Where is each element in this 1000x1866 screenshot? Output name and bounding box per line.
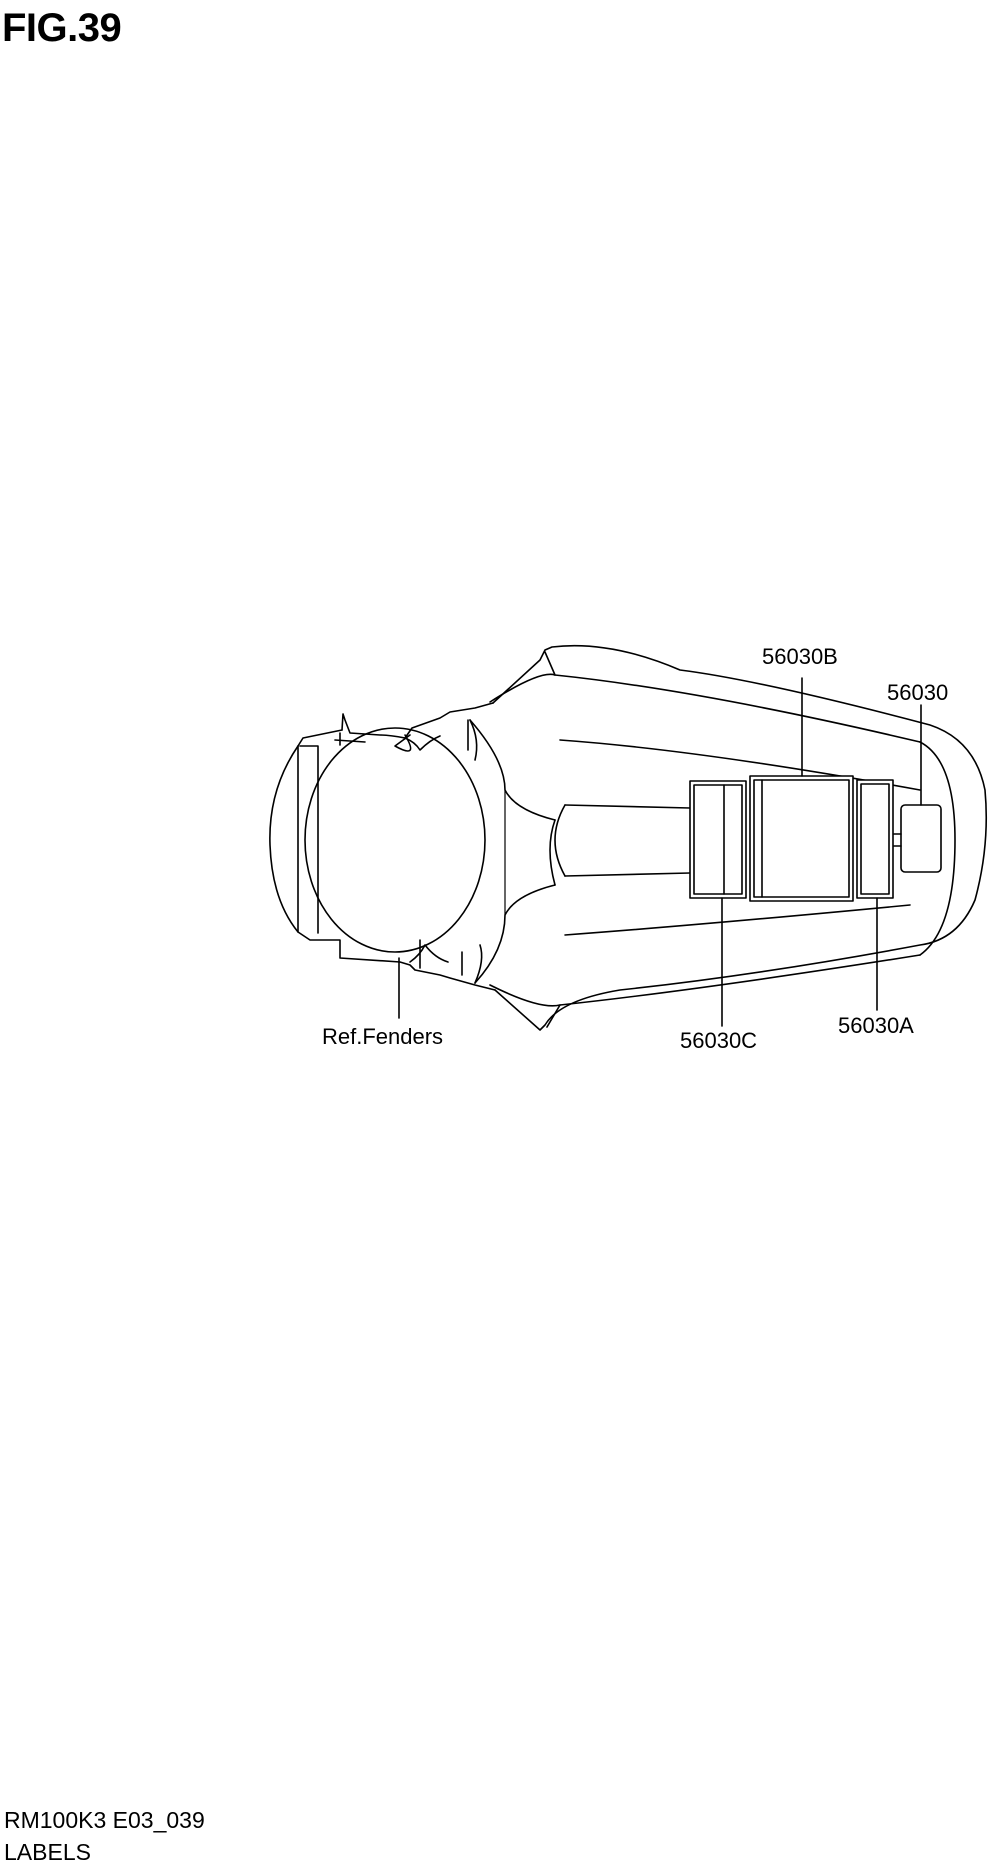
diagram-code: RM100K3 E03_039 — [4, 1807, 205, 1833]
label-56030b-decal — [749, 775, 854, 902]
callout-56030b: 56030B — [762, 644, 838, 669]
label-56030c-decal — [689, 780, 747, 899]
callout-ref-fenders: Ref.Fenders — [322, 1024, 443, 1049]
callout-56030c: 56030C — [680, 1028, 757, 1053]
section-name: LABELS — [4, 1839, 91, 1865]
rear-fender-drawing — [269, 644, 988, 1031]
callout-56030: 56030 — [887, 680, 948, 705]
label-56030a-decal — [856, 779, 894, 899]
callout-56030a: 56030A — [838, 1013, 914, 1038]
figure-title: FIG.39 — [2, 6, 122, 50]
label-56030-decal — [893, 804, 942, 873]
